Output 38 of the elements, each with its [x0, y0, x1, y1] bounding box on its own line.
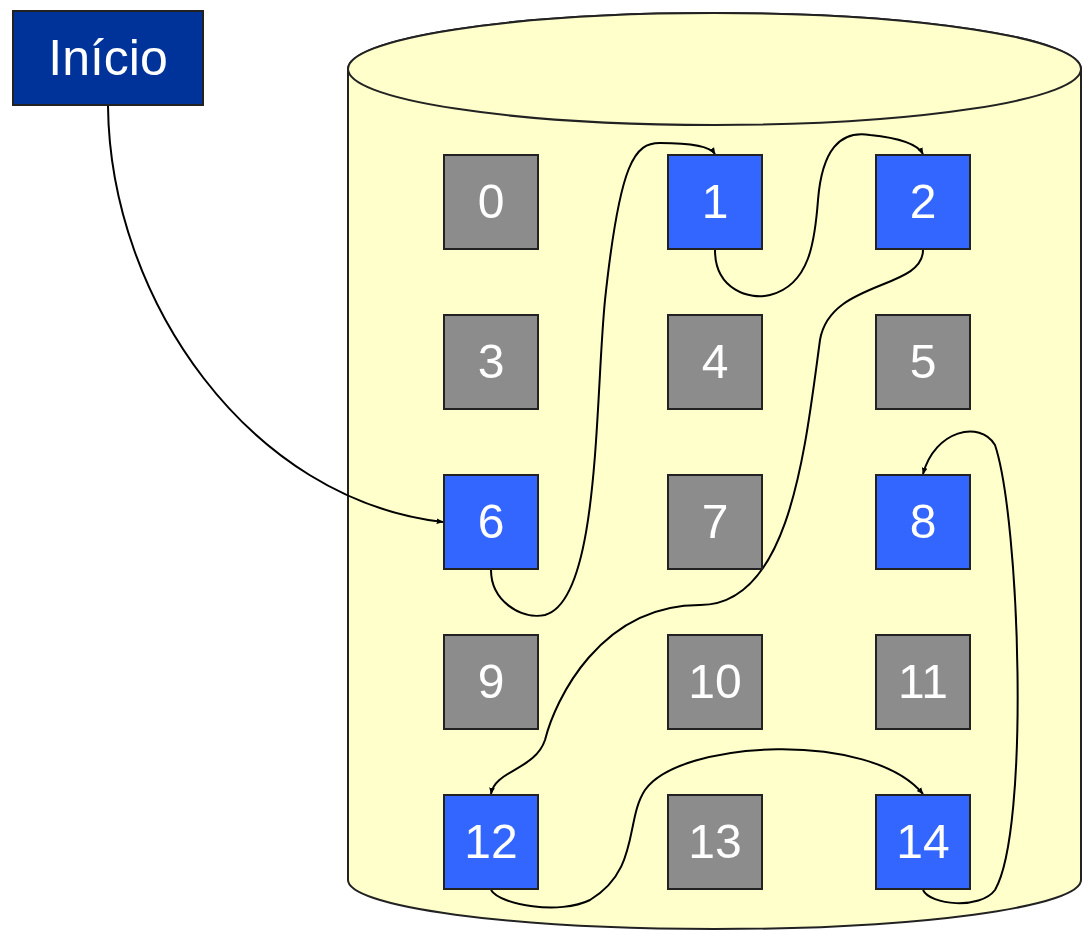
- box-number: 11: [898, 658, 948, 706]
- box-number: 5: [909, 338, 937, 386]
- numbered-box: [667, 794, 763, 890]
- numbered-box: [875, 474, 971, 570]
- box-number: 8: [909, 498, 937, 546]
- numbered-box: [667, 634, 763, 730]
- numbered-box: [875, 154, 971, 250]
- box-number: 4: [701, 338, 729, 386]
- box-number: 1: [701, 178, 729, 226]
- box-number: 3: [477, 338, 505, 386]
- box-number: 2: [909, 178, 937, 226]
- curved-arrow: [107, 105, 444, 524]
- curved-arrow: [922, 430, 1019, 905]
- box-number: 7: [701, 498, 729, 546]
- curved-arrow: [490, 748, 924, 909]
- numbered-box: [443, 314, 539, 410]
- numbered-box: [875, 794, 971, 890]
- numbered-box: [443, 154, 539, 250]
- numbered-box: [667, 154, 763, 250]
- start-label: Início: [48, 33, 168, 83]
- curved-arrow: [714, 133, 924, 298]
- numbered-box: [443, 794, 539, 890]
- box-number: 14: [896, 818, 950, 866]
- curved-arrow: [490, 249, 924, 795]
- start-box: [12, 10, 204, 106]
- box-number: 6: [477, 498, 505, 546]
- box-number: 9: [477, 658, 505, 706]
- numbered-box: [443, 634, 539, 730]
- box-number: 10: [688, 658, 742, 706]
- box-number: 0: [477, 178, 505, 226]
- numbered-box: [443, 474, 539, 570]
- box-number: 13: [688, 818, 742, 866]
- box-number: 12: [464, 818, 518, 866]
- numbered-box: [667, 474, 763, 570]
- numbered-box: [667, 314, 763, 410]
- curved-arrow: [490, 142, 716, 617]
- numbered-box: [875, 634, 971, 730]
- numbered-box: [875, 314, 971, 410]
